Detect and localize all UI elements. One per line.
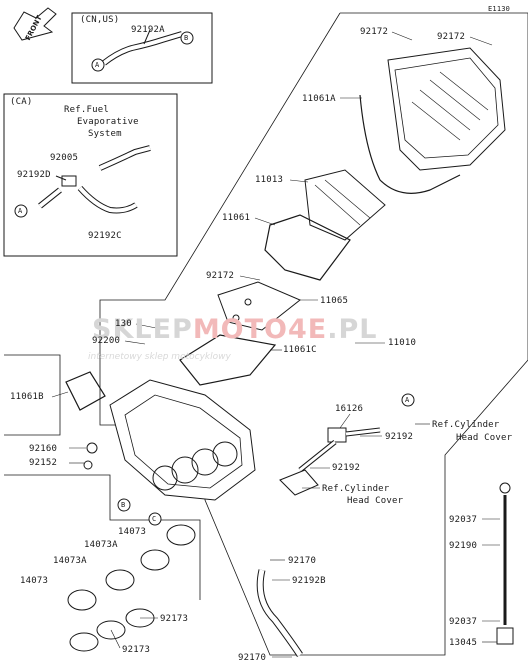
label-92170-b: 92170 [238, 653, 267, 663]
label-92173-a: 92173 [160, 614, 189, 624]
gasket-11061c [179, 334, 277, 386]
valve-16126 [298, 427, 381, 472]
watermark-part3: 4E [288, 314, 328, 345]
connector-a-cnus [91, 58, 105, 72]
inner-frame-bottom [4, 474, 201, 600]
label-92192b: 92192B [292, 576, 326, 586]
label-14073-b: 14073 [20, 576, 49, 586]
label-92170-a: 92170 [288, 556, 317, 566]
gasket-11061a [359, 94, 461, 194]
plug-13045 [496, 627, 514, 645]
label-92037-a: 92037 [449, 515, 478, 525]
label-11061b: 11061B [10, 392, 44, 402]
air-cleaner-cover [387, 47, 506, 171]
connector-b-main [117, 498, 131, 512]
label-13045: 13045 [449, 638, 478, 648]
connector-b-cnus-label: B [184, 34, 189, 42]
plate-11065 [217, 281, 301, 331]
leader-lines [51, 31, 500, 658]
ca-ref-line3: System [88, 129, 122, 139]
connector-a-main-label: A [405, 396, 410, 404]
watermark-part4: .PL [327, 314, 378, 345]
ca-ref-line1: Ref.Fuel [64, 105, 109, 115]
watermark-part2: MOTO [192, 314, 289, 345]
label-14073a-b: 14073A [53, 556, 87, 566]
cap-top-icon [499, 482, 511, 494]
front-arrow-icon [13, 7, 57, 41]
label-92037-b: 92037 [449, 617, 478, 627]
label-14073a-a: 14073A [84, 540, 118, 550]
connector-a-cnus-label: A [95, 61, 100, 69]
label-92192d: 92192D [17, 170, 51, 180]
label-11061a: 11061A [302, 94, 336, 104]
part-92160-icon [86, 442, 98, 454]
funnels-14073 [67, 524, 196, 611]
label-11065: 11065 [320, 296, 349, 306]
label-92152: 92152 [29, 458, 58, 468]
ca-ref-line2: Evaporative [77, 117, 139, 127]
gasket-11061b [65, 371, 106, 411]
label-92190: 92190 [449, 541, 478, 551]
connector-a-main [401, 393, 415, 407]
label-11010: 11010 [388, 338, 417, 348]
assembly-frame [99, 12, 528, 656]
cnus-title: (CN,US) [80, 15, 120, 25]
label-92172-c: 92172 [206, 271, 235, 281]
connector-a-ca [14, 204, 28, 218]
label-92192a: 92192A [131, 25, 165, 35]
diagram-code: E1130 [488, 5, 511, 13]
ca-title: (CA) [10, 97, 33, 107]
connector-b-main-label: B [121, 501, 126, 509]
inner-frame-left [4, 354, 61, 436]
label-92192c: 92192C [88, 231, 122, 241]
label-16126: 16126 [335, 404, 364, 414]
label-92160: 92160 [29, 444, 58, 454]
ref-cylinder-1: Ref.Cylinder [432, 420, 500, 430]
label-92200: 92200 [92, 336, 121, 346]
head-cover-fitting-2 [279, 469, 319, 496]
fitting-92005 [61, 175, 77, 187]
connector-a-ca-label: A [18, 207, 23, 215]
label-92192-b: 92192 [332, 463, 361, 473]
air-cleaner-housing-11010 [109, 379, 256, 501]
air-element-11013 [304, 169, 386, 241]
cn-us-box [71, 12, 213, 84]
label-11061: 11061 [222, 213, 251, 223]
label-11061c: 11061C [283, 345, 317, 355]
label-92173-b: 92173 [122, 645, 151, 655]
ref-cylinder-2: Ref.Cylinder [322, 484, 390, 494]
label-92192-a: 92192 [385, 432, 414, 442]
label-14073-a: 14073 [118, 527, 147, 537]
label-130: 130 [115, 319, 132, 329]
ca-box [3, 93, 178, 257]
gasket-11061 [264, 214, 351, 281]
connector-b-cnus [180, 31, 194, 45]
watermark: SKLEPMOTO4E.PL [92, 314, 378, 345]
label-92172-b: 92172 [437, 32, 466, 42]
connector-c-main [148, 512, 162, 526]
part-92152-icon [83, 460, 93, 470]
label-92172-a: 92172 [360, 27, 389, 37]
watermark-tagline: internetowy sklep motocyklowy [88, 352, 231, 362]
label-92005: 92005 [50, 153, 79, 163]
watermark-part1: SKLEP [92, 314, 193, 345]
label-11013: 11013 [255, 175, 284, 185]
connector-c-main-label: C [152, 515, 157, 523]
ref-head-cover-1: Head Cover [456, 433, 513, 443]
ref-head-cover-2: Head Cover [347, 496, 404, 506]
